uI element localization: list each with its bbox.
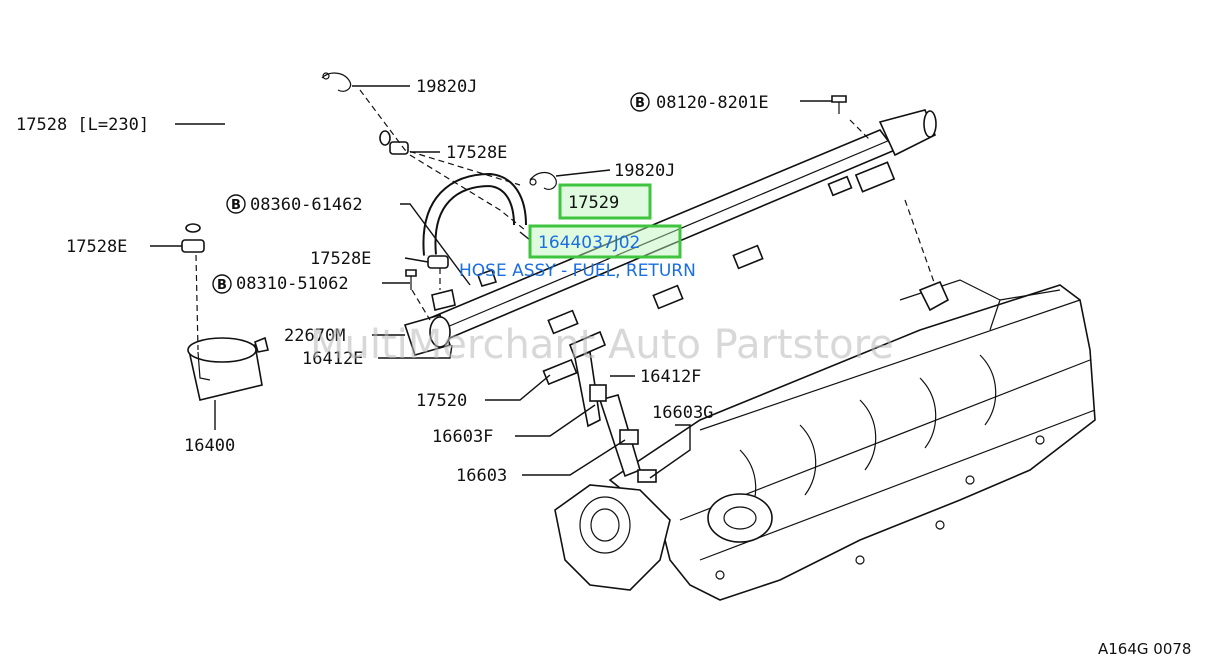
hose-17529 xyxy=(422,172,527,256)
fuel-filter-16400 xyxy=(187,336,269,401)
label-19820j-top: 19820J xyxy=(416,77,477,97)
clamp-17528e-left xyxy=(181,239,205,253)
label-17529: 17529 xyxy=(568,193,619,213)
label-17528e-left: 17528E xyxy=(66,237,127,257)
fuel-injectors xyxy=(542,350,657,483)
clamp-19820j-top xyxy=(321,72,352,92)
watermark: MultiMerchant Auto Partstore xyxy=(310,322,894,368)
label-17528-hose: 17528 [L=230] xyxy=(16,115,149,135)
leader-lines xyxy=(150,85,832,479)
svg-text:B: B xyxy=(217,278,227,293)
label-16603g: 16603G xyxy=(652,403,713,423)
pressure-regulator-22670m xyxy=(403,289,456,356)
highlight-part-number[interactable]: 1644037J02 xyxy=(528,224,682,259)
label-22670m: 22670M xyxy=(284,326,345,346)
label-08310-51062: 08310-51062 xyxy=(236,274,349,294)
label-17520: 17520 xyxy=(416,391,467,411)
label-16412e: 16412E xyxy=(302,349,363,369)
label-08360-61462: 08360-61462 xyxy=(250,195,363,215)
svg-text:B: B xyxy=(231,198,241,213)
rail-bracket xyxy=(849,119,950,312)
hose-17528 xyxy=(185,94,391,233)
bolt-08310 xyxy=(405,269,417,290)
bolt-marker-08120: B xyxy=(630,92,650,112)
bolt-08120 xyxy=(831,95,847,114)
clamp-17528e-top xyxy=(389,141,409,155)
bolt-08360 xyxy=(476,268,498,287)
part-description: HOSE ASSY - FUEL, RETURN xyxy=(459,261,696,281)
label-08120-8201e: 08120-8201E xyxy=(656,93,769,113)
clamp-19820j-mid xyxy=(529,171,557,191)
highlight-17529[interactable]: 17529 xyxy=(558,183,652,220)
label-17528e-mid: 17528E xyxy=(310,249,371,269)
bolt-marker-08360: B xyxy=(226,194,246,214)
label-16412f: 16412F xyxy=(640,367,701,387)
part-number-link[interactable]: 1644037J02 xyxy=(538,233,640,253)
intake-manifold xyxy=(608,279,1096,601)
throttle-body xyxy=(554,484,671,591)
label-16603: 16603 xyxy=(456,466,507,486)
bolt-marker-08310: B xyxy=(212,274,232,294)
diagram-code: A164G 0078 xyxy=(1098,640,1191,658)
clamp-17528e-mid xyxy=(427,255,449,269)
label-16603f: 16603F xyxy=(432,427,493,447)
label-16400: 16400 xyxy=(184,436,235,456)
svg-text:B: B xyxy=(635,96,645,111)
label-19820j-mid: 19820J xyxy=(614,161,675,181)
label-17528e-top: 17528E xyxy=(446,143,507,163)
